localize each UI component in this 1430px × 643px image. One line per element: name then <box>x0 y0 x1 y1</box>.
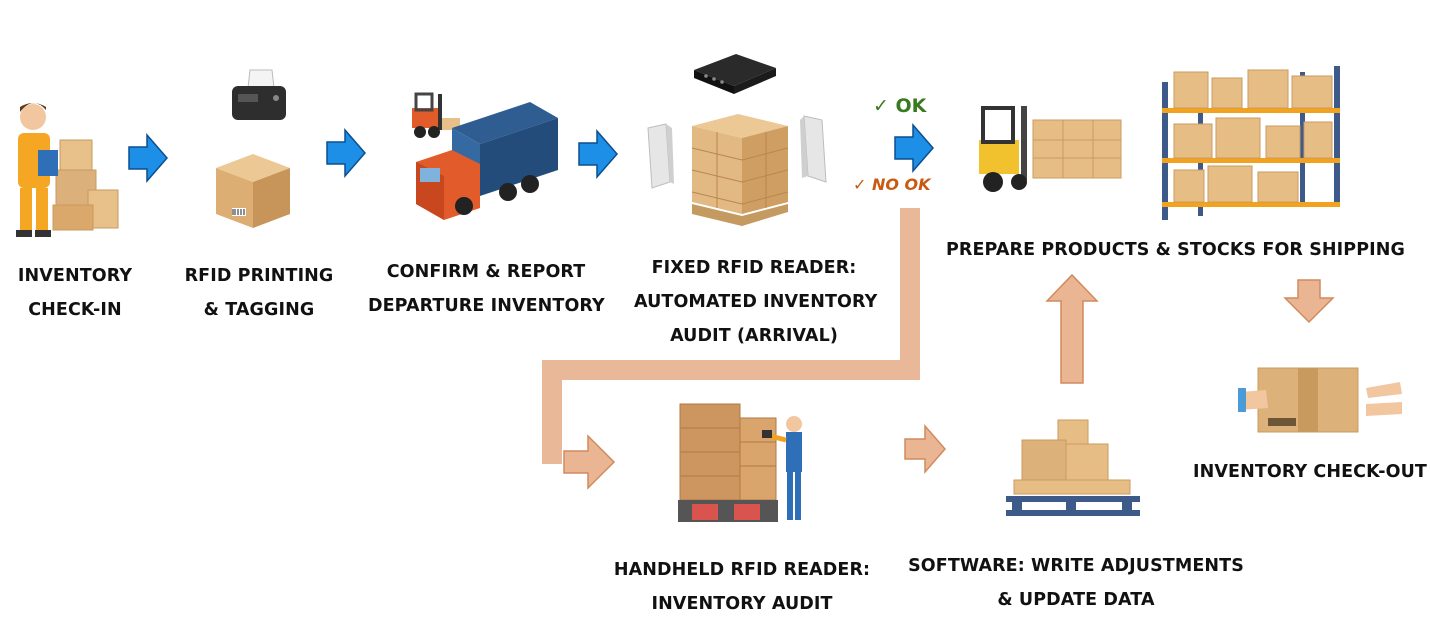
step-label-software-adjustments: SOFTWARE: WRITE ADJUSTMENTS& UPDATE DATA <box>908 556 1244 610</box>
box-handover-icon <box>1238 362 1408 437</box>
flow-connector-line <box>540 208 925 470</box>
right-arrow-icon <box>325 128 367 178</box>
right-arrow-icon <box>903 424 947 474</box>
pallet-boxes-icon <box>690 112 790 230</box>
worker-with-boxes-icon <box>8 95 123 240</box>
step-label-rfid-printing: RFID PRINTING& TAGGING <box>184 266 334 320</box>
not-ok-status-text: ✓ NO OK <box>853 175 931 194</box>
forklift-with-boxes-icon <box>975 100 1125 196</box>
step-label-inventory-checkout: INVENTORY CHECK-OUT <box>1193 462 1427 482</box>
delivery-truck-icon <box>412 98 560 226</box>
worker-scanning-icon <box>676 400 808 528</box>
rfid-antenna-icon <box>644 122 674 192</box>
cardboard-box-icon <box>212 150 294 230</box>
step-label-prepare-products: PREPARE PRODUCTS & STOCKS FOR SHIPPING <box>946 240 1405 260</box>
up-arrow-icon <box>1045 273 1099 385</box>
right-arrow-icon <box>562 434 616 490</box>
right-arrow-icon <box>127 133 169 183</box>
rfid-antenna-icon <box>800 114 830 186</box>
right-arrow-icon <box>893 123 935 173</box>
warehouse-shelves-icon <box>1158 62 1343 222</box>
forklift-icon <box>408 90 466 140</box>
label-printer-icon <box>228 68 290 124</box>
right-arrow-icon <box>577 129 619 179</box>
step-label-handheld-rfid-reader: HANDHELD RFID READER:INVENTORY AUDIT <box>613 560 871 614</box>
box-stack-pallet-icon <box>1002 418 1142 518</box>
rfid-reader-device-icon <box>690 50 780 98</box>
ok-status-text: ✓ OK <box>873 95 927 117</box>
down-arrow-icon <box>1283 278 1335 324</box>
